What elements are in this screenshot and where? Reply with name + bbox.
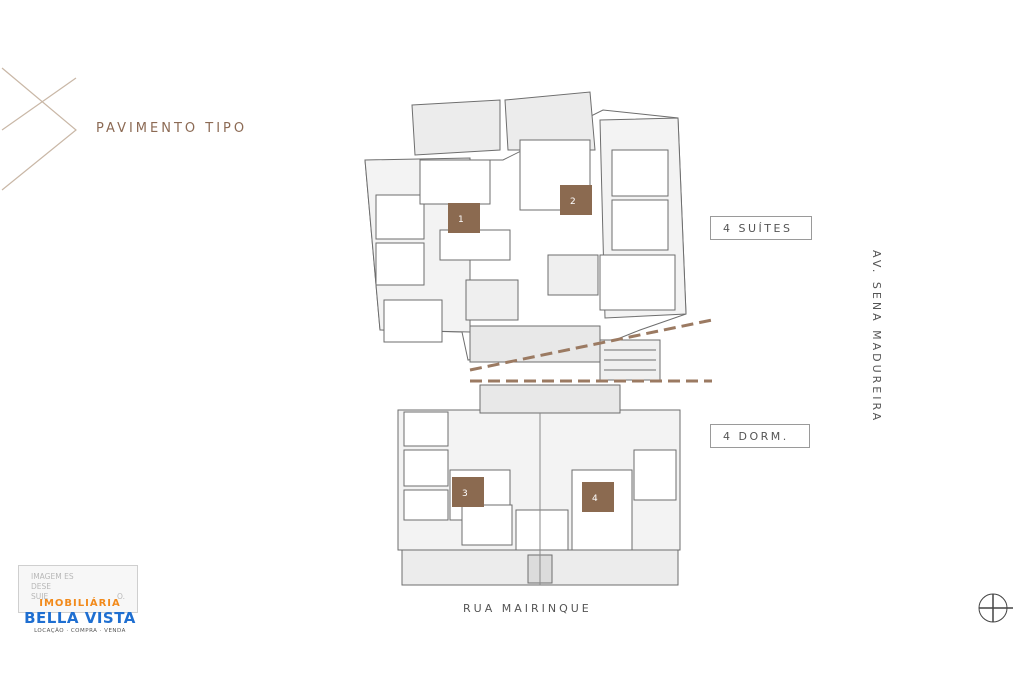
upper-block bbox=[364, 91, 687, 381]
division-dashes bbox=[469, 318, 713, 383]
unit-markers: 1 2 3 4 bbox=[448, 185, 614, 512]
unit-box-1 bbox=[448, 203, 480, 233]
unit-box-4 bbox=[582, 482, 614, 512]
tag-dorm: 4 DORM. bbox=[710, 424, 810, 448]
unit-box-3 bbox=[452, 477, 484, 507]
street-label-bottom: RUA MAIRINQUE bbox=[463, 602, 592, 615]
unit-label-4: 4 bbox=[592, 494, 598, 504]
watermark-line-1: IMAGEM ES bbox=[31, 572, 74, 581]
lower-block bbox=[397, 384, 681, 586]
unit-label-2: 2 bbox=[570, 197, 576, 207]
logo-sub-text: LOCAÇÃO · COMPRA · VENDA bbox=[34, 628, 126, 634]
logo-brand-text: BELLA VISTA bbox=[24, 609, 136, 627]
tag-suites: 4 SUÍTES bbox=[710, 216, 812, 240]
logo-top-text: IMOBILIÁRIA bbox=[39, 598, 121, 609]
street-label-side: AV. SENA MADUREIRA bbox=[870, 250, 883, 424]
compass-icon bbox=[978, 593, 1013, 623]
chevron-decoration bbox=[1, 67, 77, 191]
page-title: PAVIMENTO TIPO bbox=[96, 121, 248, 136]
watermark-line-2: DESE bbox=[31, 582, 52, 591]
watermark-tail: O. bbox=[117, 592, 125, 601]
watermark-box: IMAGEM ES DESE SUJE O. bbox=[18, 565, 138, 613]
unit-label-1: 1 bbox=[458, 215, 464, 225]
unit-label-3: 3 bbox=[462, 489, 468, 499]
watermark-line-3: SUJE bbox=[31, 592, 49, 601]
unit-box-2 bbox=[560, 185, 592, 215]
